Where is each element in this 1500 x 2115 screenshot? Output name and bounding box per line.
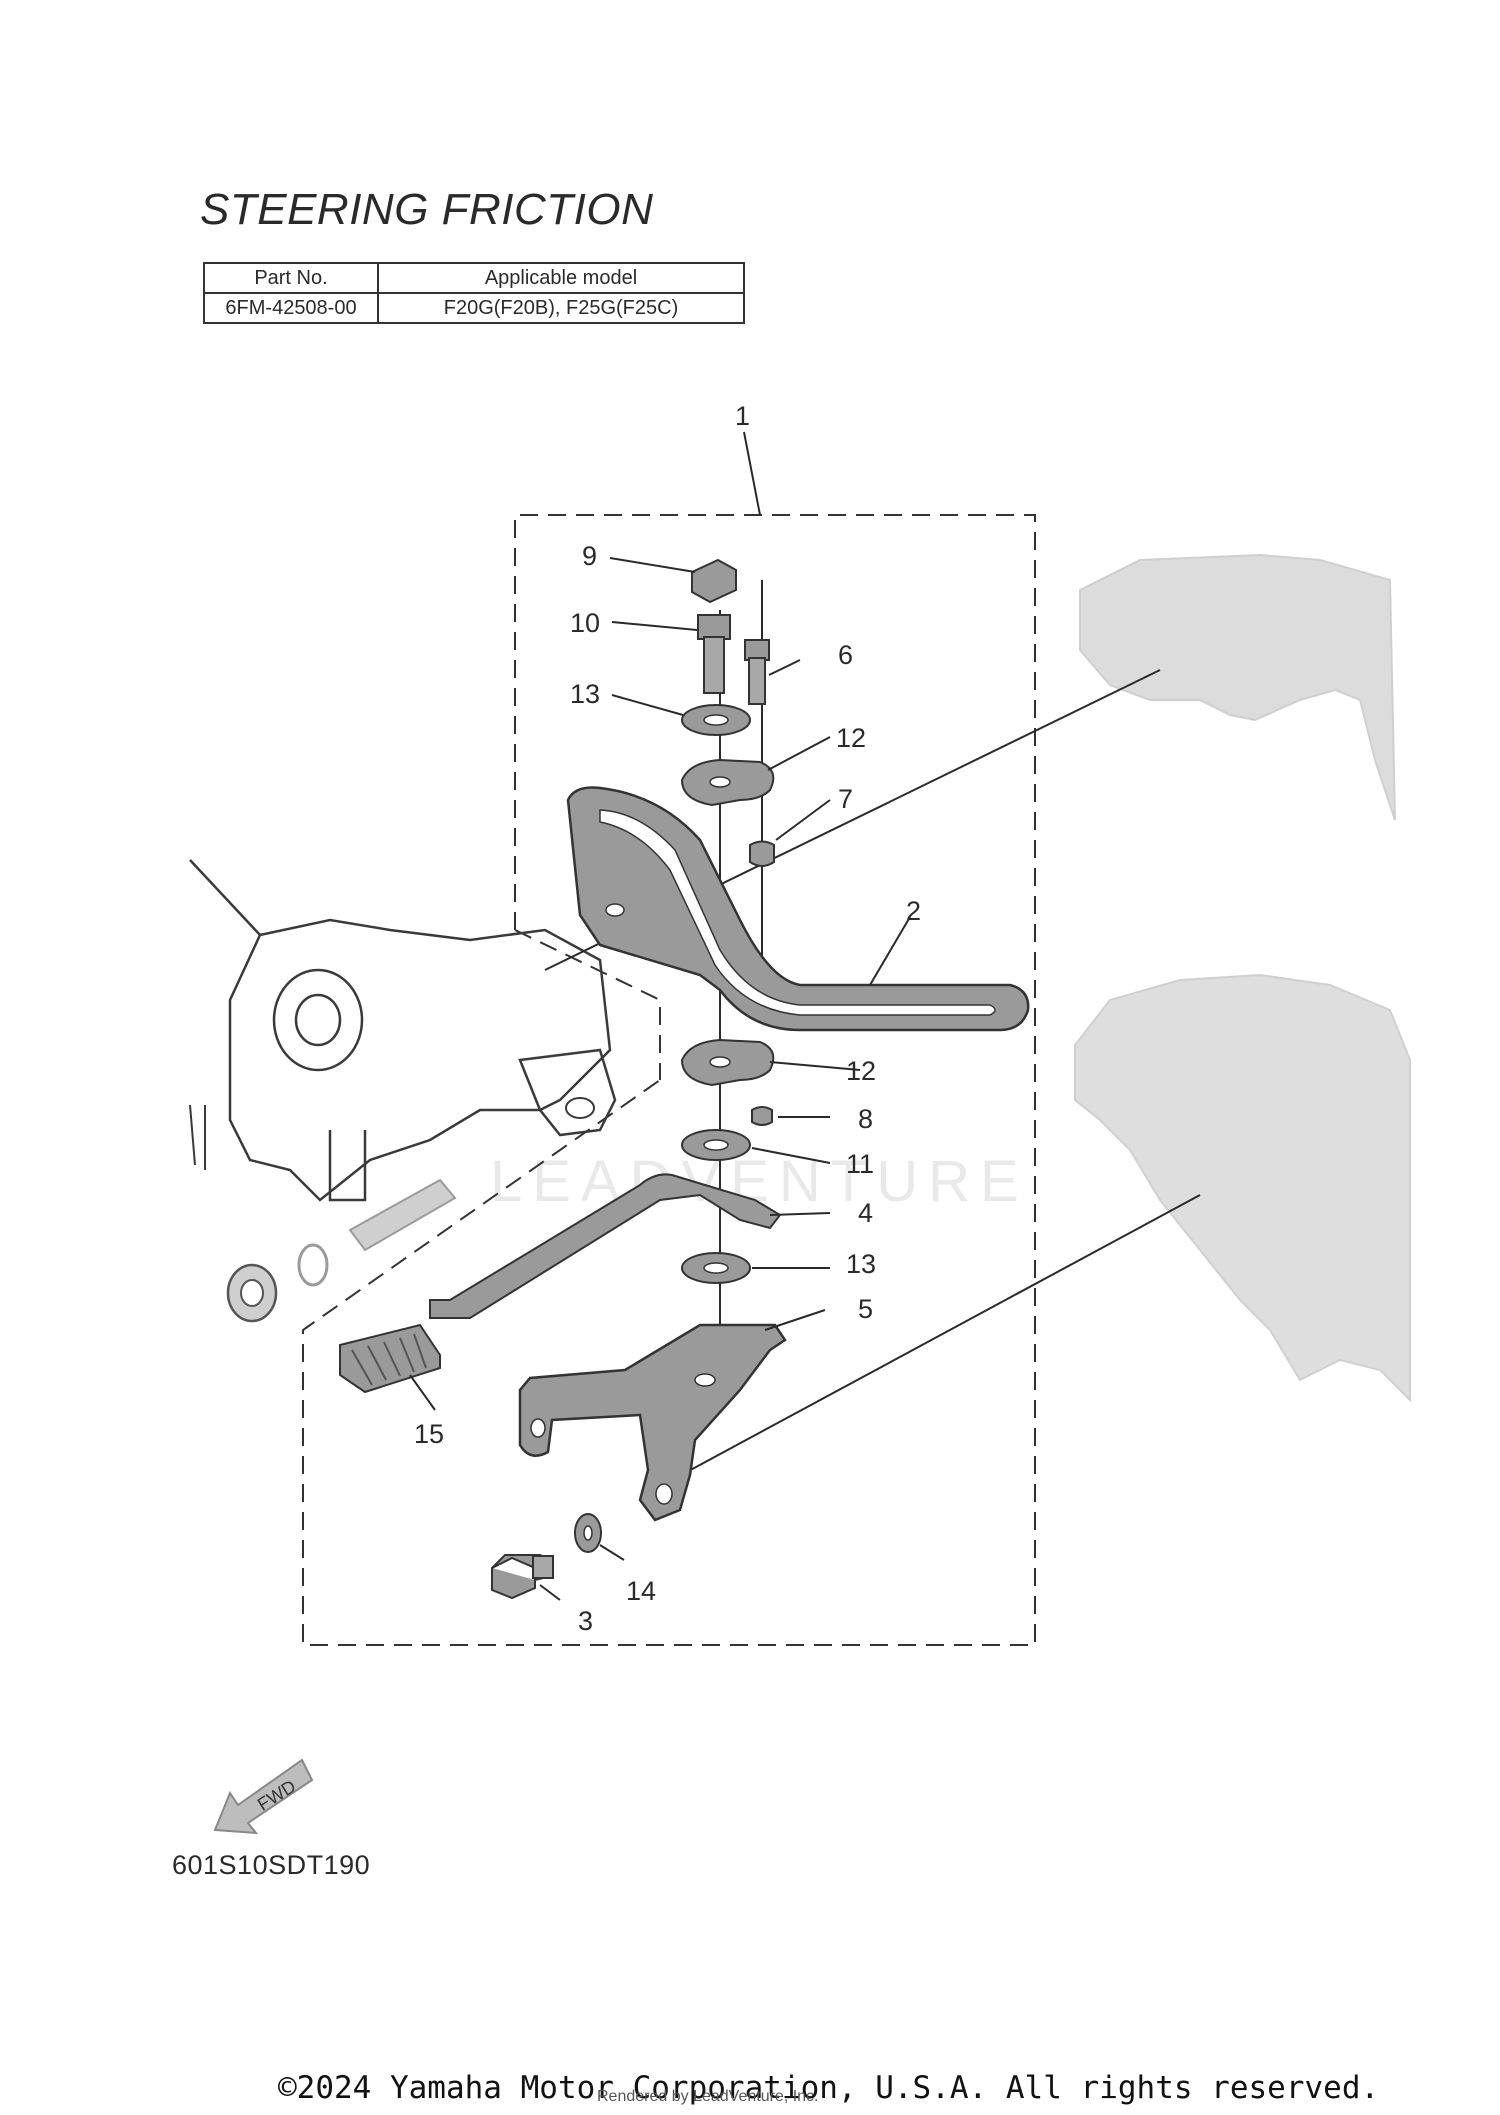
part-2-friction-plate [566,786,1030,1032]
callout-10: 10 [570,608,600,638]
part-12-plate-bottom-hole [709,1056,731,1068]
applicable-model-table: Part No. Applicable model 6FM-42508-00 F… [203,262,745,324]
callout-11: 11 [846,1149,874,1179]
part-15-ridges [351,1333,427,1386]
callout-1: 1 [735,401,750,431]
part-5-bracket-hole-top [694,1373,716,1387]
part-6-bolt-shank [748,657,766,705]
callout-7: 7 [838,784,853,814]
ghost-clamp-bracket-lower [1074,973,1411,1403]
part-13-washer-top-hole [703,714,729,726]
callout-14: 14 [626,1576,656,1606]
table-cell-applicable-model: F20G(F20B), F25G(F25C) [377,292,745,324]
alignment-line-lower [671,1194,1201,1481]
part-8-nut [751,1106,773,1126]
diagram-code: 601S10SDT190 [172,1850,371,1880]
callout-3: 3 [578,1606,593,1636]
part-2-slot [599,809,996,1016]
ghost-lug-hole [565,1097,595,1119]
table-cell-part-no: 6FM-42508-00 [203,292,379,324]
part-13-washer-bottom-hole [703,1262,729,1274]
part-9-nut [691,558,737,604]
ghost-nut-hole [240,1279,264,1307]
part-10-bolt-shank [703,636,725,694]
callout-6: 6 [838,640,853,670]
ghost-steering-housing [189,859,612,1202]
copyright-notice: ©2024 Yamaha Motor Corporation, U.S.A. A… [278,2070,1380,2106]
callout-13-bottom: 13 [846,1249,876,1279]
part-10-bolt-head [697,614,731,640]
page-title: STEERING FRICTION [200,185,654,234]
part-12-plate-top-hole [709,776,731,788]
part-7-collar [749,840,775,867]
table-row: 6FM-42508-00 F20G(F20B), F25G(F25C) [203,292,745,324]
callout-leaders [409,431,911,1601]
part-5-bracket [518,1323,787,1522]
part-11-washer-hole [703,1139,729,1151]
ghost-clamp-bracket-upper [1079,553,1396,821]
callout-9: 9 [582,541,597,571]
ghost-lug [518,1048,617,1137]
fwd-arrow-icon: FWD [213,1758,314,1835]
callout-12-bottom: 12 [846,1056,876,1086]
callout-5: 5 [858,1294,873,1324]
callout-13-top: 13 [570,679,600,709]
kit-boundary-dashed [302,514,1036,1646]
callout-2: 2 [906,896,921,926]
part-2-hole [605,903,625,917]
rendered-by-notice: Rendered by LeadVenture, Inc. [597,2088,819,2105]
part-4-lever [429,1173,782,1319]
callout-12-top: 12 [836,723,866,753]
callout-15: 15 [414,1419,444,1449]
part-5-bracket-hole-bottom [655,1483,673,1505]
callout-8: 8 [858,1104,873,1134]
ghost-pivot-boss [272,968,364,1072]
table-header-part-no: Part No. [203,262,379,294]
table-header-row: Part No. Applicable model [203,262,745,294]
ghost-post [328,1130,367,1202]
ghost-washer [297,1243,329,1287]
part-15-friction-pad [339,1323,441,1394]
callout-4: 4 [858,1198,873,1228]
ghost-pivot-nut [294,993,342,1047]
table-header-applicable-model: Applicable model [377,262,745,294]
part-3-bolt-shank [532,1555,554,1579]
part-14-washer-hole [583,1525,593,1541]
ghost-line-left [189,1104,206,1170]
part-5-bracket-hole-left [530,1418,546,1438]
ghost-pin [348,1178,457,1252]
